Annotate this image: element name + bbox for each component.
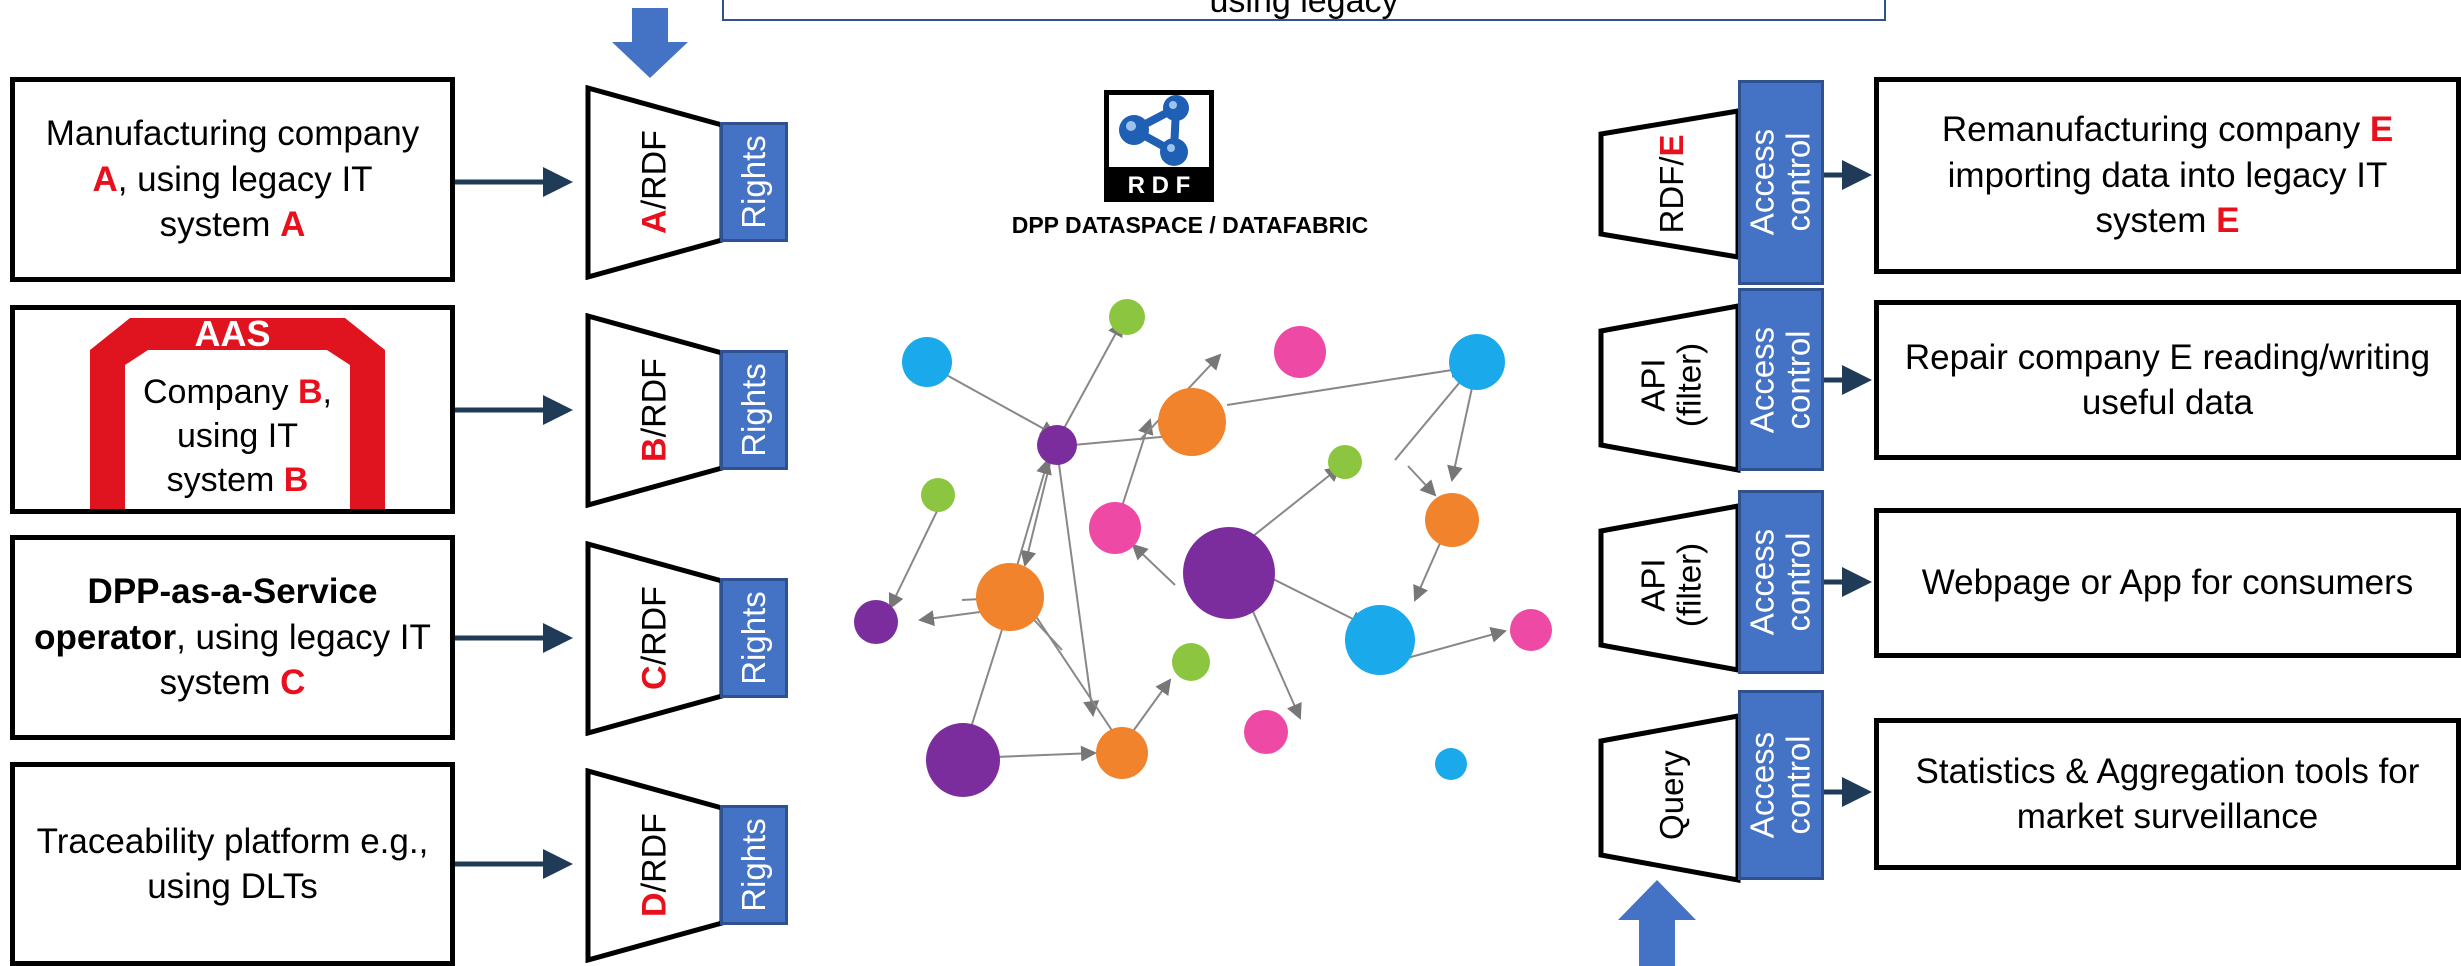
network-nodes <box>854 299 1552 797</box>
access-control-tab-stats <box>1738 690 1824 880</box>
connector-a-label: A/RDF <box>635 130 674 234</box>
consumer-box-repair: Repair company E reading/writing useful … <box>1874 300 2461 460</box>
aas-badge: AAS <box>194 313 271 354</box>
up-arrow-icon <box>1618 880 1696 966</box>
connector-c-label: C/RDF <box>635 586 674 690</box>
access-control-tab-web <box>1738 490 1824 674</box>
rdf-logo-text: R D F <box>1128 172 1191 199</box>
source-d-text: Traceability platform e.g., using DLTs <box>36 821 429 907</box>
consumer-e-text: Remanufacturing company <box>1941 110 2370 150</box>
connector-d-label: D/RDF <box>635 813 674 917</box>
rights-tab-b <box>720 350 788 470</box>
connector-b-label: B/RDF <box>635 358 674 462</box>
source-c-text: , using legacy IT system <box>159 617 431 703</box>
rights-a-label: Rights <box>734 135 772 229</box>
source-box-d: Traceability platform e.g., using DLTs <box>10 762 455 966</box>
adapter-e-label: RDF/E <box>1652 134 1690 234</box>
rights-d-label: Rights <box>734 818 772 912</box>
source-a-text-2: , using legacy IT system <box>117 159 373 245</box>
consumer-repair-text: Repair company E reading/writing useful … <box>1904 337 2431 423</box>
consumer-box-web: Webpage or App for consumers <box>1874 508 2461 658</box>
left-connectors <box>455 167 573 879</box>
source-a-letter-2: A <box>280 205 306 245</box>
source-box-a: Manufacturing company A, using legacy IT… <box>10 77 455 282</box>
source-b-letter: B <box>297 373 323 411</box>
adapter-web-label: API(filter) <box>1634 542 1708 628</box>
consumer-e-letter: E <box>2369 110 2394 150</box>
consumer-e-letter-2: E <box>2216 201 2240 241</box>
adapter-repair-label: API(filter) <box>1634 342 1708 428</box>
source-b-text-2: , using IT system <box>166 373 332 500</box>
source-box-c: DPP-as-a-Service operator, using legacy … <box>10 535 455 740</box>
rights-tab-d <box>720 805 788 925</box>
consumer-web-text: Webpage or App for consumers <box>1921 563 2414 603</box>
rights-c-label: Rights <box>734 591 772 685</box>
adapter-stats-label: Query <box>1652 750 1690 840</box>
source-a-letter: A <box>92 159 118 199</box>
source-c-letter: C <box>280 663 306 703</box>
down-arrow-icon <box>612 8 688 78</box>
consumer-e-text-2: importing data into legacy IT system <box>1947 155 2388 241</box>
consumer-box-e: Remanufacturing company E importing data… <box>1874 77 2461 274</box>
source-c-bold: DPP-as-a-Service operator <box>34 572 378 657</box>
consumer-box-stats: Statistics & Aggregation tools for marke… <box>1874 718 2461 870</box>
top-banner-text: using legacy <box>1209 0 1399 20</box>
source-b-letter-2: B <box>283 461 309 500</box>
rights-tab-c <box>720 578 788 698</box>
access-control-tab-repair <box>1738 288 1824 471</box>
access-control-tab-e <box>1738 80 1824 285</box>
right-connectors <box>1824 160 1872 807</box>
aas-frame-icon <box>90 318 385 509</box>
source-box-b: AAS Company B, using IT system B <box>10 305 455 514</box>
rights-b-label: Rights <box>734 363 772 457</box>
network-graph <box>854 299 1552 797</box>
top-banner: using legacy <box>722 0 1886 21</box>
source-a-text: Manufacturing company <box>45 114 420 154</box>
rdf-logo-icon: R D F <box>1104 90 1214 202</box>
consumer-stats-text: Statistics & Aggregation tools for marke… <box>1915 751 2420 837</box>
dataspace-caption: DPP DATASPACE / DATAFABRIC <box>1011 212 1369 238</box>
rights-tab-a <box>720 122 788 242</box>
source-b-text: Company <box>143 373 298 411</box>
